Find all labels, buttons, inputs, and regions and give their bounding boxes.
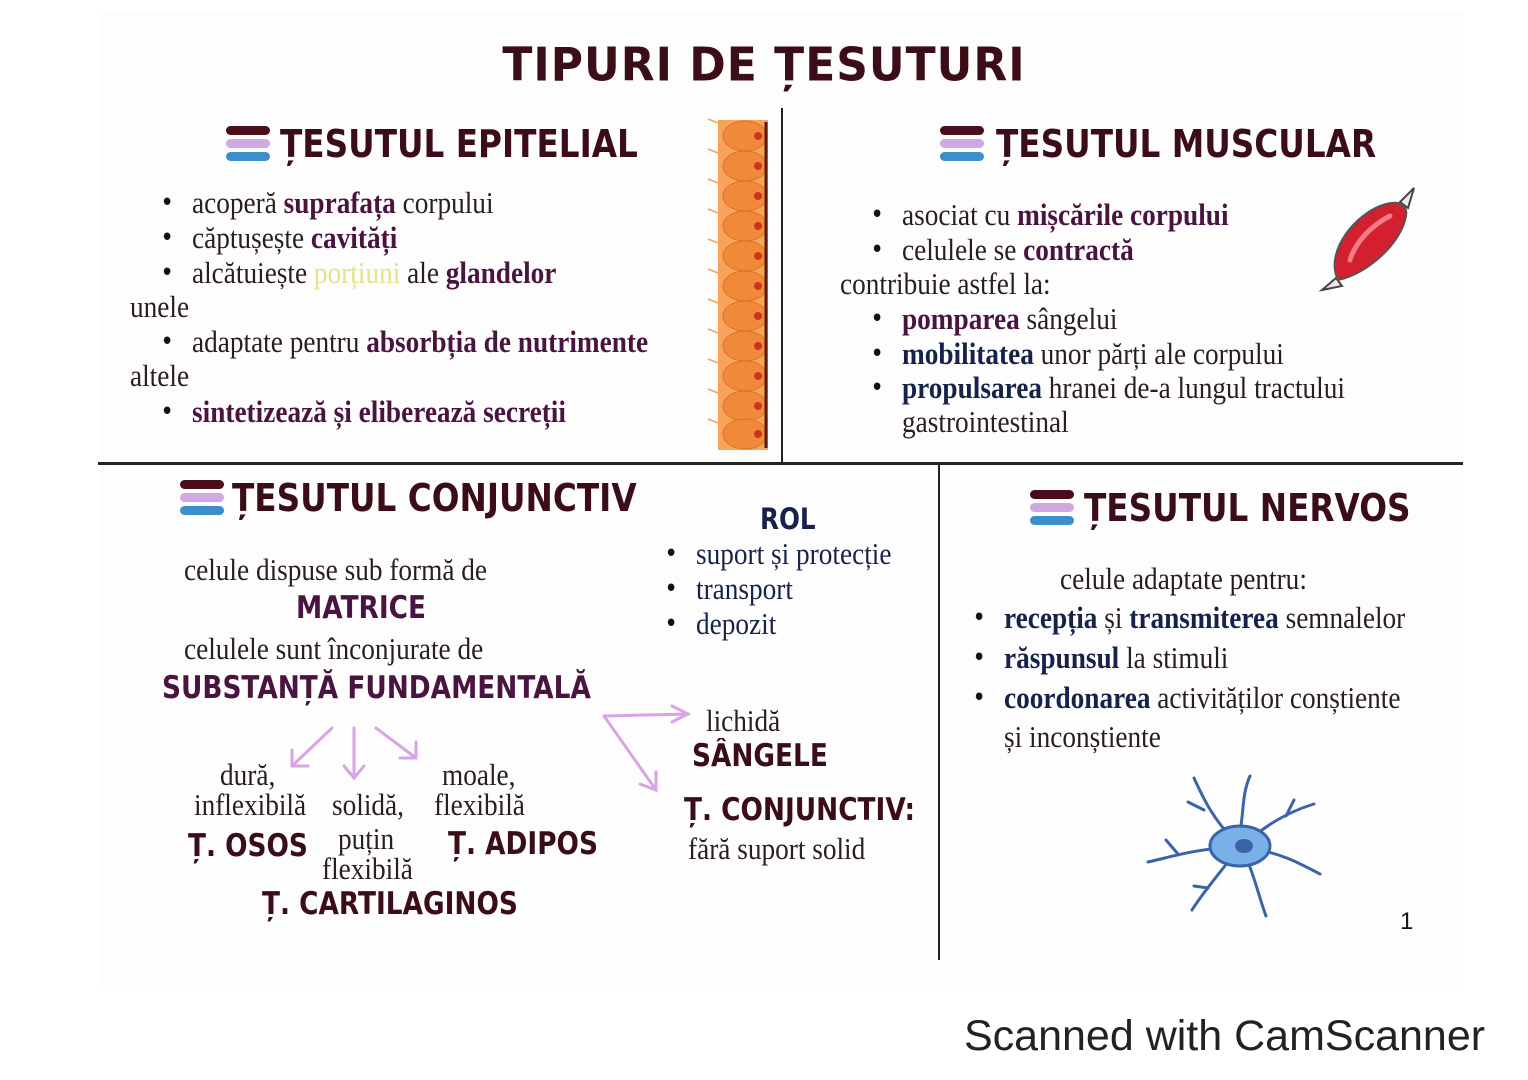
muscular-bullet-1: asociat cu mișcările corpului xyxy=(870,198,1228,233)
muscular-contrib-3: propulsarea hranei de-a lungul tractului xyxy=(870,371,1345,406)
rol-heading: ROL xyxy=(760,502,816,536)
horizontal-divider xyxy=(98,462,1463,465)
nervos-heading: ȚESUTUL NERVOS xyxy=(1084,486,1411,530)
conjunctiv-substanta: SUBSTANȚĂ FUNDAMENTALĂ xyxy=(162,670,591,706)
heading-marker-icon xyxy=(226,126,270,165)
muscular-contrib-3-cont: gastrointestinal xyxy=(902,404,1069,439)
dura-label-1: dură, xyxy=(220,757,276,792)
solida-label-2: puțin xyxy=(338,821,395,856)
neuron-icon xyxy=(1146,774,1322,918)
camscanner-watermark: Scanned with CamScanner xyxy=(964,1012,1486,1060)
muscular-intro: contribuie astfel la: xyxy=(840,266,1051,301)
solida-label-3: flexibilă xyxy=(322,851,413,886)
solida-label-1: solidă, xyxy=(332,787,404,822)
heading-marker-icon xyxy=(940,126,984,165)
muscular-bullet-2: celulele se contractă xyxy=(870,233,1133,268)
conjunctiv-line-1: celule dispuse sub formă de xyxy=(184,552,488,587)
moale-label-1: moale, xyxy=(442,757,516,792)
epitelial-bullet-4: adaptate pentru absorbția de nutrimente xyxy=(160,325,648,360)
nervos-bullet-3: coordonarea activităților conștiente xyxy=(972,681,1400,716)
tesut-adipos: Ț. ADIPOS xyxy=(448,826,598,862)
page-number: 1 xyxy=(1400,908,1414,935)
vertical-divider-bottom xyxy=(938,464,940,960)
epitelial-bullet-2: căptușește cavități xyxy=(160,221,397,256)
conjunctiv-heading: ȚESUTUL CONJUNCTIV xyxy=(232,476,637,520)
tesut-cartilaginos: Ț. CARTILAGINOS xyxy=(262,886,518,922)
epitelial-bullet-5: sintetizează și eliberează secreții xyxy=(160,395,566,430)
heading-marker-icon xyxy=(1030,490,1074,529)
nervos-bullet-2: răspunsul la stimuli xyxy=(972,641,1228,676)
lichida-label: lichidă xyxy=(706,703,781,738)
nervos-intro: celule adaptate pentru: xyxy=(1060,561,1307,596)
epithelium-cells-icon xyxy=(707,118,768,450)
dura-label-2: inflexibilă xyxy=(194,787,307,822)
branch-arrows-icon xyxy=(290,726,418,781)
nervos-bullet-1: recepția și transmiterea semnalelor xyxy=(972,601,1405,636)
vertical-divider-top xyxy=(781,108,783,464)
epitelial-bullet-3: alcătuiește porțiuni ale glandelor xyxy=(160,256,556,291)
fork-arrows-icon xyxy=(602,704,692,793)
muscle-icon xyxy=(1318,187,1415,292)
conjunctiv-line-2: celulele sunt înconjurate de xyxy=(184,631,484,666)
sangele-label: SÂNGELE xyxy=(692,738,828,774)
epitelial-unele: unele xyxy=(130,289,190,324)
nervos-bullet-3-cont: și inconștiente xyxy=(1004,719,1161,754)
epitelial-heading: ȚESUTUL EPITELIAL xyxy=(280,122,638,166)
rol-item-2: transport xyxy=(664,572,793,607)
muscular-contrib-1: pomparea sângelui xyxy=(870,302,1117,337)
heading-marker-icon xyxy=(180,480,224,519)
moale-label-2: flexibilă xyxy=(434,787,525,822)
fara-suport-label: fără suport solid xyxy=(688,831,866,866)
tconj-label: Ț. CONJUNCTIV: xyxy=(684,792,916,828)
muscular-contrib-2: mobilitatea unor părți ale corpului xyxy=(870,337,1283,372)
muscular-heading: ȚESUTUL MUSCULAR xyxy=(996,122,1377,166)
page-title: TIPURI DE ȚESUTURI xyxy=(502,38,1026,93)
conjunctiv-matrice: MATRICE xyxy=(296,590,426,626)
rol-item-3: depozit xyxy=(664,607,776,642)
rol-item-1: suport și protecție xyxy=(664,537,891,572)
tesut-osos: Ț. OSOS xyxy=(188,828,308,864)
epitelial-bullet-1: acoperă suprafața corpului xyxy=(160,186,493,221)
epitelial-altele: altele xyxy=(130,358,190,393)
